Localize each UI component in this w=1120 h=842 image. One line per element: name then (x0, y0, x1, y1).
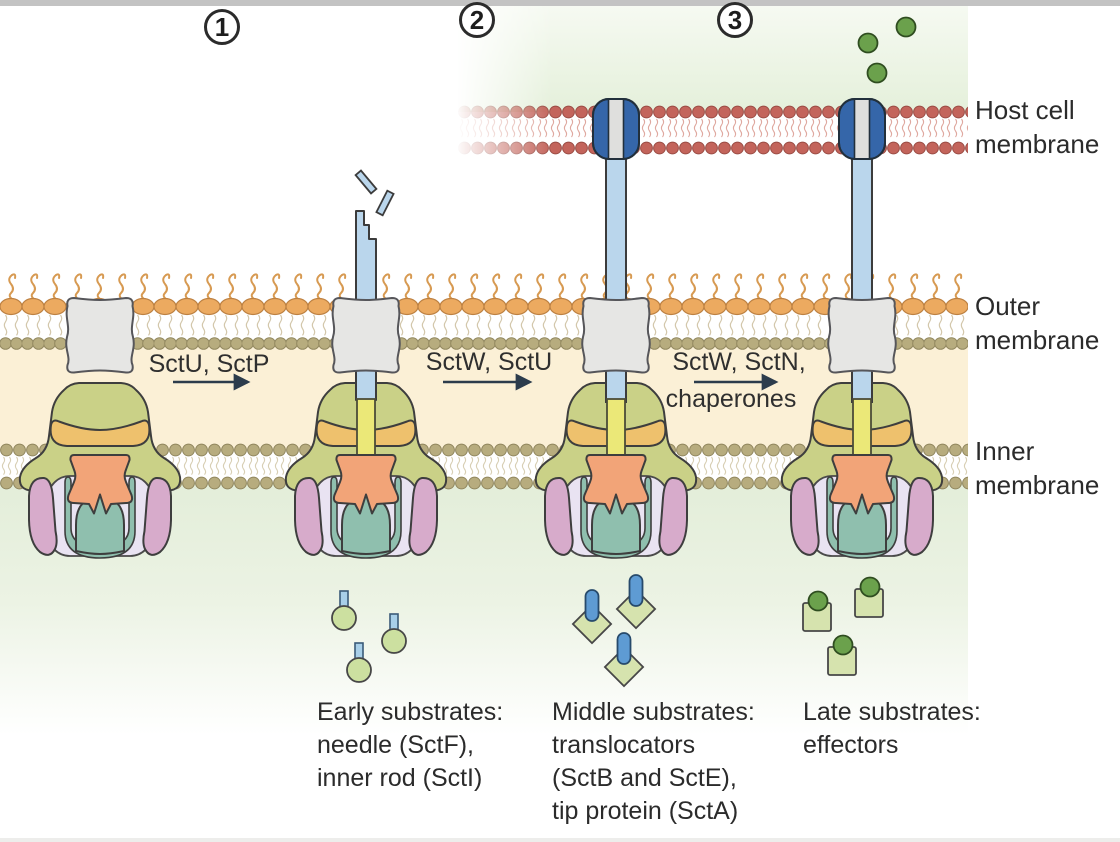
stage-badge-1: 1 (204, 9, 240, 45)
t3ss-complex-stage2 (284, 169, 448, 559)
host-cell-membrane-label: Host cell membrane (975, 95, 1100, 159)
stage-badge-3: 3 (717, 2, 753, 38)
outer-membrane-label: Outer membrane (975, 291, 1100, 355)
effector-dots (857, 16, 917, 84)
step3-label-line1: SctW, SctN, (672, 348, 806, 376)
step2-label: SctW, SctU (425, 348, 553, 376)
needle-fragment-icon (354, 169, 378, 195)
outer-membrane (0, 272, 968, 352)
middle-substrates-caption: Middle substrates: translocators (SctB a… (552, 698, 755, 825)
step1-label: SctU, SctP (148, 350, 270, 378)
top-window-strip (0, 0, 1120, 6)
stage-badge-2: 2 (459, 2, 495, 38)
early-substrates-caption: Early substrates: needle (SctF), inner r… (317, 698, 504, 792)
step3-label-line2: chaperones (665, 385, 797, 413)
inner-membrane-label: Inner membrane (975, 436, 1100, 500)
late-substrates-caption: Late substrates: effectors (803, 698, 981, 759)
host-cell-membrane (458, 104, 968, 156)
host-cytoplasm-zone (458, 5, 968, 112)
needle-fragment-icon (375, 189, 395, 217)
translocon-pore (839, 98, 885, 160)
bottom-window-strip (0, 838, 1120, 842)
translocon-pore (593, 98, 639, 160)
